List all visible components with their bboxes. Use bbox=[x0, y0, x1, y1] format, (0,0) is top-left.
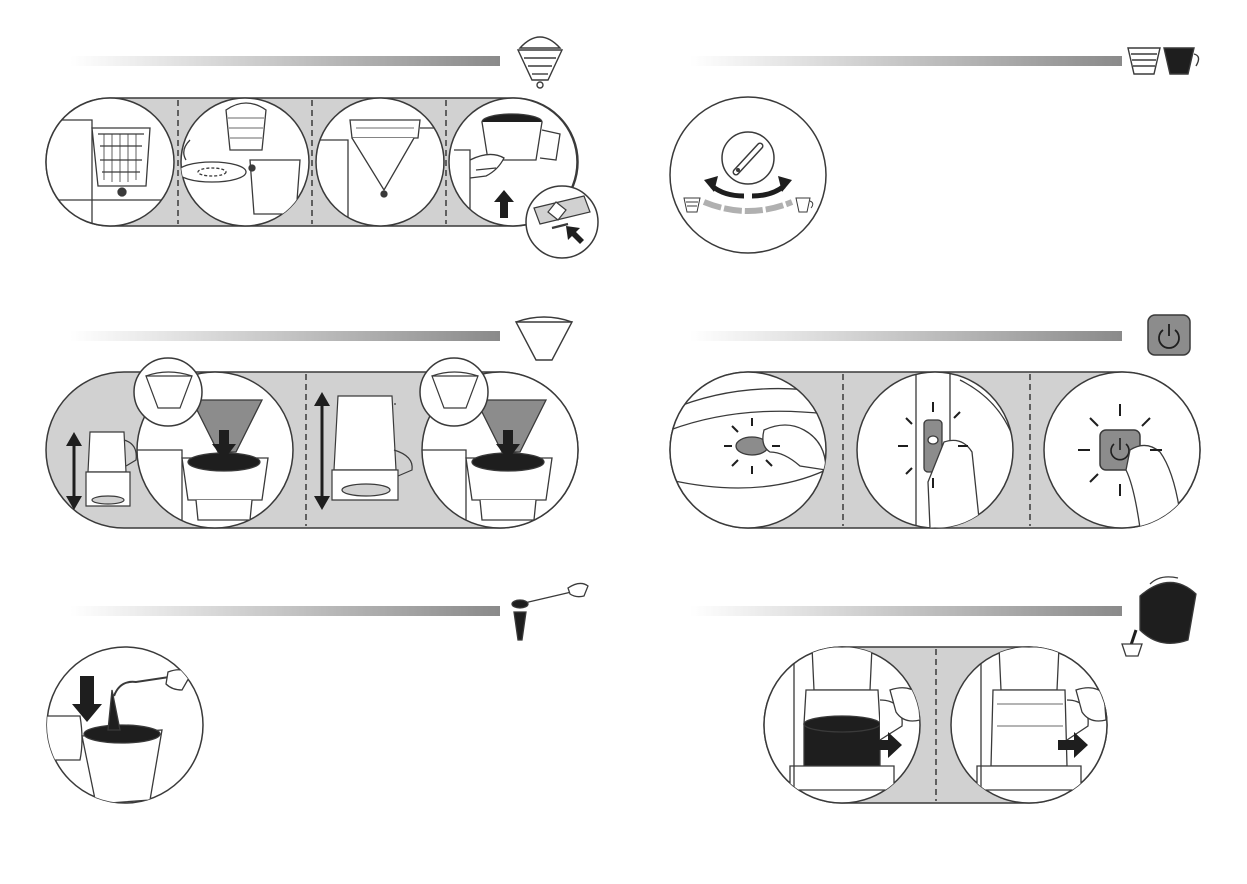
strength-cups-icon bbox=[1128, 48, 1199, 74]
coffee-spoon-icon bbox=[512, 583, 588, 640]
paper-filter-icon bbox=[516, 317, 572, 360]
step-press-round-button bbox=[670, 372, 826, 528]
step-select-strength bbox=[670, 97, 826, 253]
header-bar bbox=[70, 606, 500, 616]
step-insert-basket bbox=[316, 98, 444, 226]
step-press-switch bbox=[857, 372, 1014, 528]
header-bar bbox=[690, 56, 1122, 66]
step-remove-empty-jug bbox=[951, 647, 1107, 803]
section-ground-coffee bbox=[47, 583, 588, 804]
header-bar bbox=[70, 56, 500, 66]
step-remove-full-jug bbox=[764, 647, 920, 803]
power-button-icon bbox=[1148, 315, 1190, 355]
step-add-coffee bbox=[47, 647, 203, 804]
mild-cup-icon bbox=[684, 198, 700, 212]
section-paper-filter bbox=[46, 317, 578, 530]
filter-basket-icon bbox=[518, 37, 562, 88]
header-bar bbox=[690, 606, 1122, 616]
pouring-jug-icon bbox=[1122, 577, 1196, 656]
section-power-on bbox=[670, 315, 1200, 528]
section-aroma-selector bbox=[670, 48, 1199, 253]
step-insert-large-filter bbox=[420, 358, 578, 530]
section-pour-coffee bbox=[690, 577, 1196, 803]
step-press-power-button bbox=[1044, 372, 1200, 528]
section-filter-holder bbox=[46, 37, 598, 258]
header-bar bbox=[70, 331, 500, 341]
header-bar bbox=[690, 331, 1122, 341]
step-lock-holder bbox=[449, 98, 598, 258]
detail-inset bbox=[526, 186, 598, 258]
